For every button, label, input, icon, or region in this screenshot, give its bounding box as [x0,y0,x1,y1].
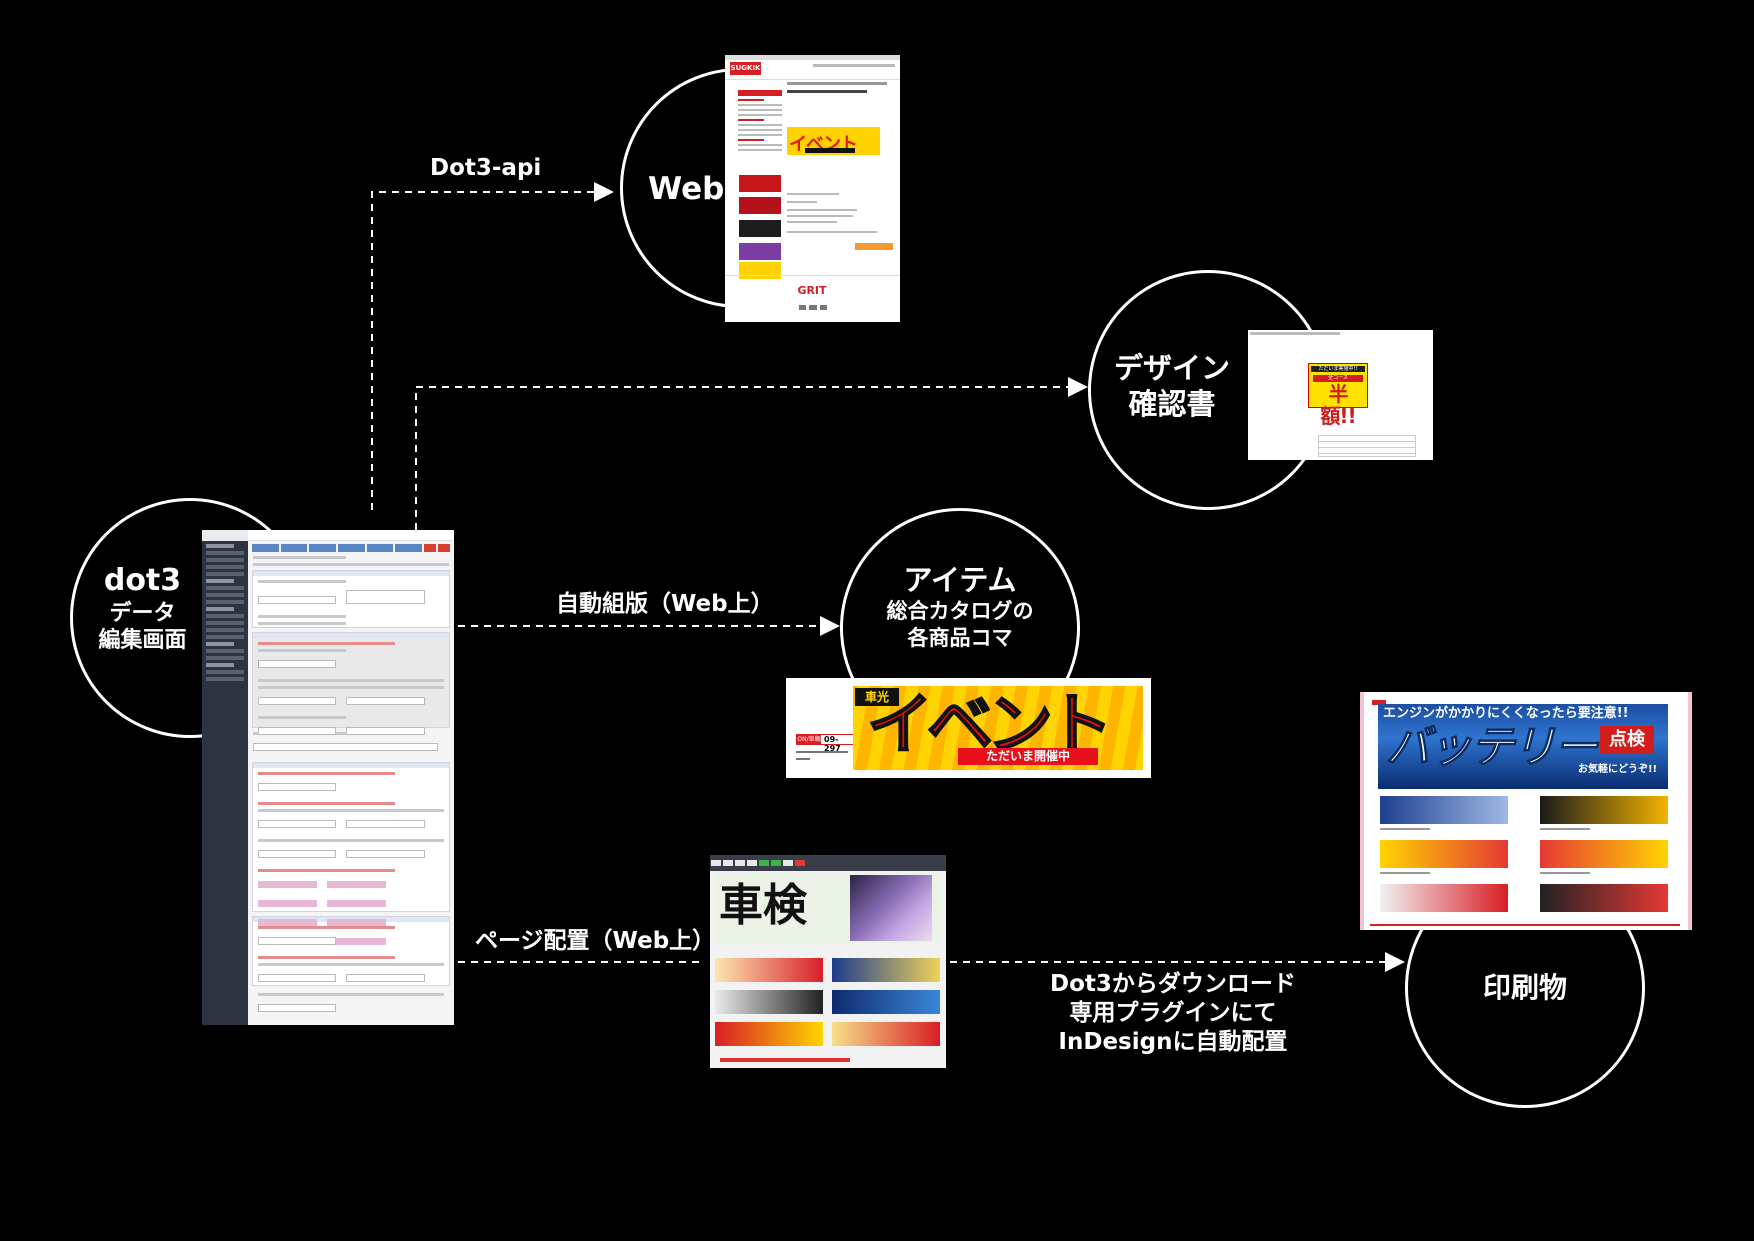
confirm-node-line-1: デザイン [1113,351,1230,385]
edge-api-line [371,182,614,510]
layout-hero-word: 車検 [719,880,807,931]
confirm-screenshot: ただいま実施中!! 全コース 半額!! [1248,330,1433,460]
layout-toolbar [710,855,946,871]
confirm-node-title: デザイン 確認書 [1105,350,1239,423]
item-node-line-2: 総合カタログの [886,599,1034,624]
web-node-title: Web [648,171,725,207]
print-node-title: 印刷物 [1482,971,1567,1004]
editor-logo [202,530,248,541]
item-node-line-3: 各商品コマ [907,625,1013,650]
confirm-spec-table [1318,435,1416,457]
web-sidebar [738,90,782,154]
item-code-label: ON/車輌 [797,735,821,744]
confirm-headline: ただいま実施中!! [1311,366,1365,372]
item-node-line-1: アイテム [903,563,1017,597]
source-node-title: dot3 データ 編集画面 [90,562,195,655]
editor-main [248,530,454,1025]
edge-label-layout: ページ配置（Web上） [475,928,716,954]
print-screenshot: エンジンがかかりにくくなったら要注意!! バッテリー 点検 お気軽にどうぞ!! [1360,692,1692,930]
print-hero-note: お気軽にどうぞ!! [1578,764,1658,775]
item-screenshot: ON/車輌 09-297 イベント 車光 ただいま開催中 [786,678,1151,778]
print-hero-headline: エンジンがかかりにくくなったら要注意!! [1383,706,1629,721]
web-social-icons [799,305,827,310]
item-node-title: アイテム 総合カタログの 各商品コマ [860,562,1060,651]
confirm-node-line-2: 確認書 [1128,387,1216,422]
web-cart-button [855,243,893,250]
print-hero-banner: エンジンがかかりにくくなったら要注意!! バッテリー 点検 お気軽にどうぞ!! [1378,704,1668,789]
edge-label-indesign-line-2: 専用プラグインにて [1069,999,1277,1026]
editor-sidebar [202,530,248,1025]
web-site-logo: SUGKIK [730,62,761,75]
edge-label-typeset: 自動組版（Web上） [556,591,774,617]
layout-screenshot: 車検 [710,855,946,1068]
edge-label-api: Dot3-api [430,155,542,181]
editor-screenshot [202,530,454,1025]
edge-label-indesign-line-3: InDesignに自動配置 [1058,1028,1288,1055]
web-footer-logo: GRIT [797,284,827,297]
edge-label-indesign-line-1: Dot3からダウンロード [1050,971,1296,997]
web-screenshot: SUGKIK イベント GRIT [725,55,900,322]
confirm-artwork: ただいま実施中!! 全コース 半額!! [1308,363,1368,428]
edge-label-indesign: Dot3からダウンロード 専用プラグインにて InDesignに自動配置 [1050,970,1296,1056]
item-banner: イベント 車光 ただいま開催中 [853,686,1143,770]
editor-tabs [252,544,451,552]
web-event-banner: イベント [787,127,880,155]
item-banner-sub: ただいま開催中 [958,748,1098,765]
source-node-line-1: dot3 [103,563,182,598]
confirm-big-word: 半額!! [1320,382,1356,428]
edge-confirm-line [415,377,1088,530]
print-hero-badge: 点検 [1600,726,1654,754]
item-banner-tag: 車光 [855,688,899,706]
layout-hero-block: 車検 [715,873,941,943]
confirm-subline: 全コース [1313,375,1363,382]
item-code-number: 09-297 [824,735,841,753]
print-hero-word: バッテリー [1386,722,1599,773]
source-node-line-3: 編集画面 [98,628,187,653]
item-code-badge: ON/車輌 09-297 [796,734,854,753]
source-node-line-2: データ [109,600,176,626]
